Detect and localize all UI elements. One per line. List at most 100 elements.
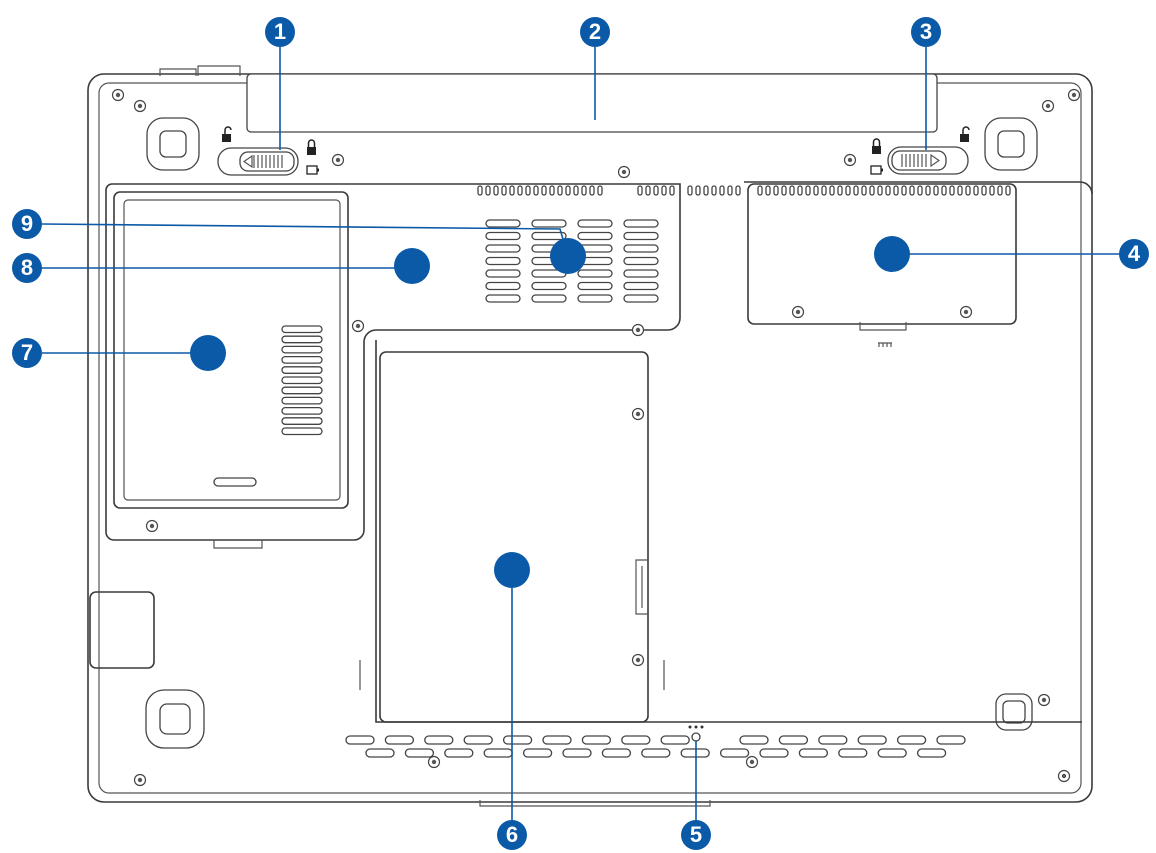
- vent-slot: [485, 219, 521, 228]
- screw: [631, 407, 645, 421]
- vent-slot: [703, 185, 709, 196]
- vent-slot: [757, 185, 763, 196]
- vent-slot: [485, 231, 521, 241]
- vent-slot: [597, 185, 603, 196]
- vent-slot: [877, 748, 907, 758]
- vent-slot: [565, 185, 571, 196]
- screw: [133, 99, 147, 113]
- vent-slot: [789, 185, 795, 196]
- vent-slot: [813, 185, 819, 196]
- rubber-foot: [984, 117, 1038, 171]
- unlock-icon: [222, 126, 232, 142]
- compartment-7-inner: [123, 199, 341, 501]
- vent-slot: [687, 185, 693, 196]
- vent-slot: [623, 256, 659, 266]
- vent-slot: [925, 185, 931, 196]
- vent-slot: [885, 185, 891, 196]
- vent-slot: [829, 185, 835, 196]
- vent-slot: [517, 185, 523, 196]
- vent-slot: [577, 231, 613, 241]
- vent-slot: [621, 735, 651, 745]
- vent-slot: [818, 735, 848, 745]
- vent-slot: [281, 335, 323, 344]
- screw: [145, 519, 159, 533]
- vent-slot: [623, 231, 659, 241]
- callout-2: 2: [580, 17, 610, 47]
- callout-1: 1: [265, 17, 295, 47]
- hinge-tab: [159, 65, 241, 76]
- callout-6: 6: [497, 820, 527, 850]
- bottom-tab: [479, 800, 711, 807]
- vent-slot: [531, 231, 567, 241]
- vent-slot: [719, 748, 750, 758]
- vent-slot: [637, 185, 643, 196]
- vent-slot: [797, 185, 803, 196]
- screw: [745, 755, 759, 769]
- screw: [631, 653, 645, 667]
- vent-slot: [645, 185, 651, 196]
- vent-slot: [869, 185, 875, 196]
- vent-slot: [463, 735, 493, 745]
- screw-group: [111, 88, 1081, 787]
- vent-slot: [711, 185, 717, 196]
- vent-slot: [444, 748, 474, 758]
- vent-slot: [281, 396, 323, 405]
- vent-slot: [901, 185, 907, 196]
- vent-slot: [739, 735, 769, 745]
- vent-slot: [477, 185, 483, 196]
- vent-slot: [941, 185, 947, 196]
- vent-slot: [281, 406, 323, 415]
- compartment-6-cover: [379, 351, 649, 723]
- vent-slot: [719, 185, 725, 196]
- callout-5: 5: [681, 820, 711, 850]
- screw: [1041, 99, 1055, 113]
- battery-lock-left: [217, 147, 299, 176]
- vent-slot: [485, 244, 521, 253]
- vent-slot: [949, 185, 955, 196]
- battery-lock-right: [887, 146, 969, 175]
- vent-slot: [989, 185, 995, 196]
- screw: [427, 755, 441, 769]
- vent-slot: [781, 185, 787, 196]
- vent-slot: [653, 185, 659, 196]
- vent-slot: [493, 185, 499, 196]
- vent-slot: [623, 244, 659, 253]
- vent-slot: [525, 185, 531, 196]
- compartment-7-frame: [105, 183, 681, 541]
- vent-slot: [542, 735, 572, 745]
- vent-slot: [661, 185, 667, 196]
- vent-slot: [893, 185, 899, 196]
- vent-slot: [531, 219, 567, 228]
- callout-8: 8: [12, 253, 42, 283]
- callout-dot-4: [874, 236, 910, 272]
- cover-clip: [213, 540, 263, 549]
- vent-slot: [281, 376, 323, 385]
- vent-slot: [933, 185, 939, 196]
- vent-slot: [669, 185, 675, 196]
- callout-9: 9: [12, 209, 42, 239]
- vent-slot: [660, 735, 690, 745]
- screw: [1057, 769, 1071, 783]
- vent-slot: [485, 294, 521, 303]
- compartment-4-tab: [859, 322, 907, 331]
- vent-slot: [424, 735, 454, 745]
- screw: [791, 305, 805, 319]
- vent-grille-top: [477, 185, 1011, 196]
- vent-slot: [384, 735, 415, 745]
- compartment-4-frame: [744, 181, 1093, 195]
- screw: [843, 153, 857, 167]
- vent-slot: [965, 185, 971, 196]
- screw: [631, 323, 645, 337]
- vent-slot: [531, 281, 567, 291]
- lock-icon: [307, 139, 316, 155]
- lock-icon: [872, 138, 881, 154]
- vent-slot: [485, 269, 521, 278]
- vent-slot: [861, 185, 867, 196]
- vent-slot: [853, 185, 859, 196]
- vent-slot: [623, 294, 659, 303]
- screw: [111, 88, 125, 102]
- callout-7: 7: [12, 338, 42, 368]
